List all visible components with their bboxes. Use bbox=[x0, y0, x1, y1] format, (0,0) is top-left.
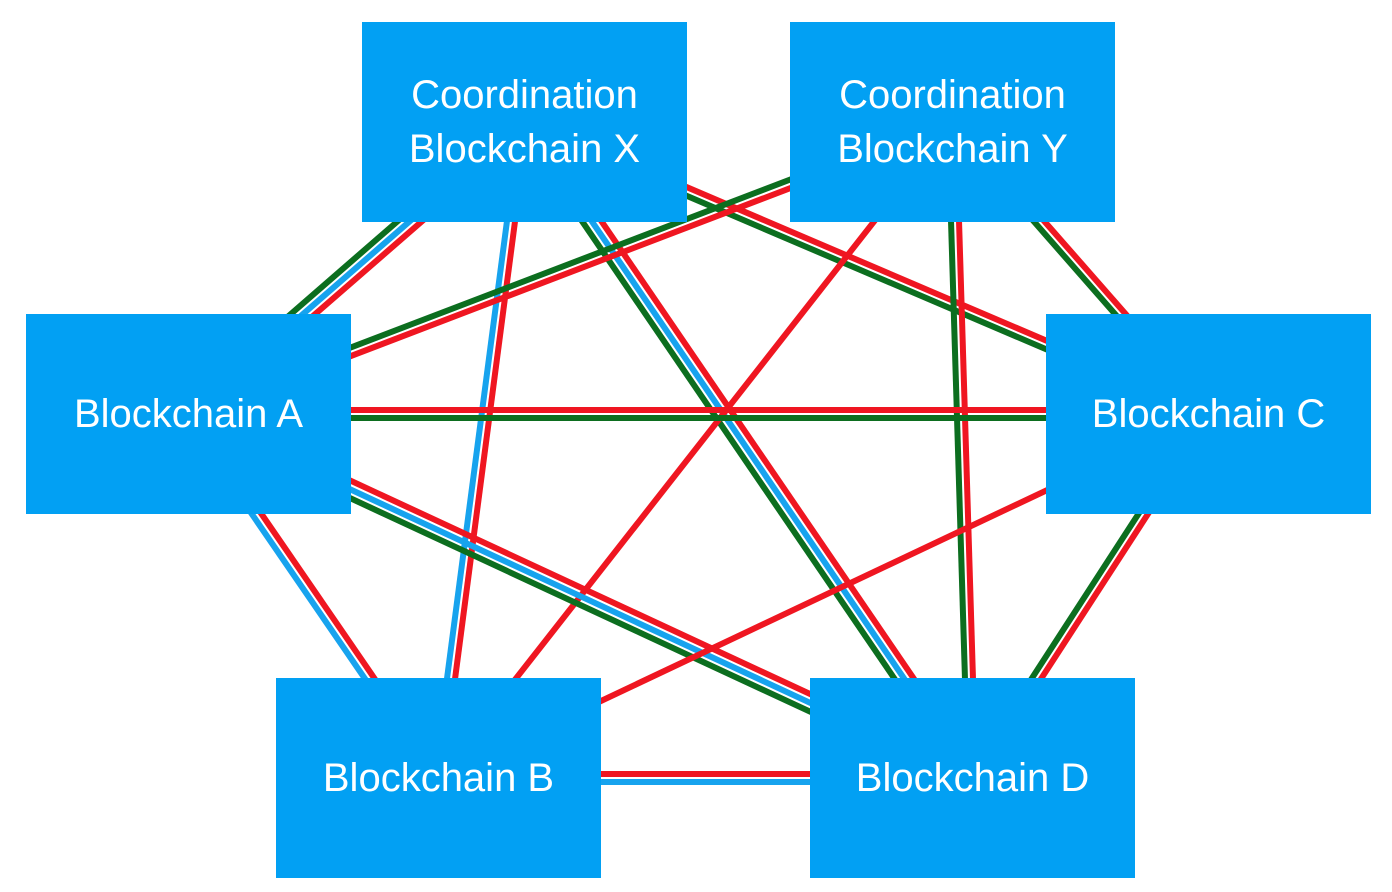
node-label: Blockchain A bbox=[73, 392, 304, 436]
link-coord-y-chain-d-green bbox=[945, 122, 972, 779]
node-label: Blockchain D bbox=[855, 756, 1090, 800]
link-coord-y-chain-b-red bbox=[435, 120, 955, 780]
coordination-blockchain-y-node: Coordination Blockchain Y bbox=[790, 22, 1115, 222]
link-coord-x-chain-b-blue bbox=[431, 121, 524, 778]
node-label: Blockchain B bbox=[322, 756, 555, 800]
node-label-line2: Blockchain X bbox=[408, 127, 641, 171]
blockchain-d-node: Blockchain D bbox=[810, 678, 1135, 878]
node-label: Blockchain C bbox=[1091, 392, 1326, 436]
coordination-blockchain-x-node: Coordination Blockchain X bbox=[362, 22, 687, 222]
link-coord-y-chain-d-red bbox=[952, 121, 979, 778]
link-coord-x-chain-d-blue bbox=[521, 120, 975, 780]
blockchain-a-node: Blockchain A bbox=[26, 314, 351, 514]
node-label-line1: Coordination bbox=[411, 73, 638, 117]
node-label-line1: Coordination bbox=[839, 73, 1066, 117]
blockchain-c-node: Blockchain C bbox=[1046, 314, 1371, 514]
link-coord-x-chain-b-red bbox=[438, 122, 531, 779]
link-coord-x-chain-d-red bbox=[528, 115, 982, 776]
blockchain-b-node: Blockchain B bbox=[276, 678, 601, 878]
link-coord-x-chain-d-green bbox=[514, 124, 968, 785]
node-label-line2: Blockchain Y bbox=[837, 127, 1068, 171]
